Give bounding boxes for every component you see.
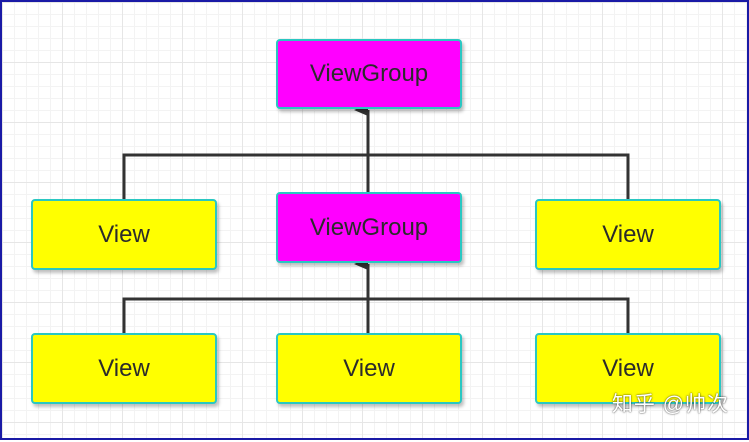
connector-mid-bus xyxy=(122,297,630,333)
node-label: ViewGroup xyxy=(309,60,429,87)
node-view-bottom-left: View xyxy=(31,333,217,404)
node-viewgroup-mid: ViewGroup xyxy=(276,192,462,263)
node-label: View xyxy=(602,354,654,382)
connector-root-bus xyxy=(122,153,630,199)
node-label: ViewGroup xyxy=(309,213,429,241)
node-view-bottom-center: View xyxy=(276,333,462,404)
node-view-mid-left: View xyxy=(31,199,217,270)
node-view-bottom-right: View xyxy=(535,333,721,404)
node-label: View xyxy=(343,354,395,382)
node-label: View xyxy=(98,220,150,248)
node-label: View xyxy=(98,354,150,382)
node-viewgroup-root: ViewGroup xyxy=(276,39,462,109)
node-label: View xyxy=(602,220,654,248)
node-view-mid-right: View xyxy=(535,199,721,270)
watermark: 知乎 @帅次 xyxy=(611,393,729,416)
